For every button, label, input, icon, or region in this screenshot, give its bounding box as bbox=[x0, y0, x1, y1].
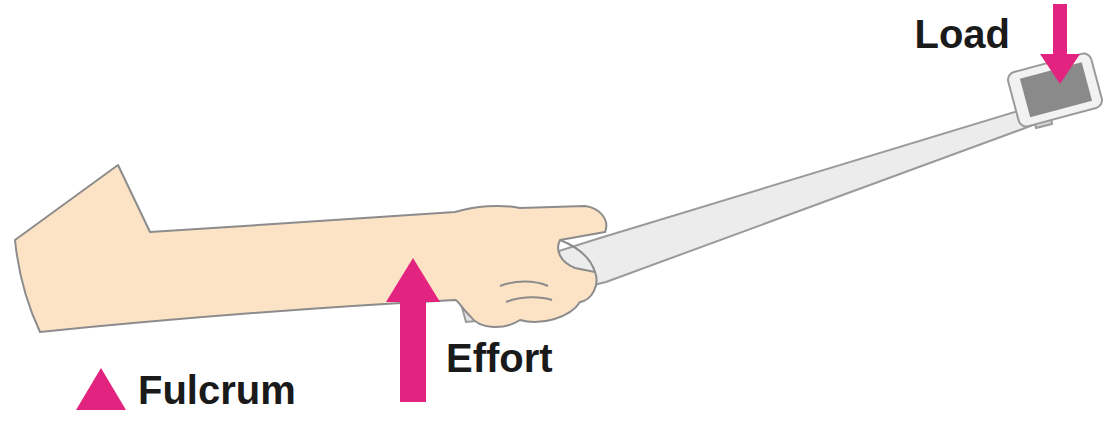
effort-label: Effort bbox=[446, 338, 553, 378]
finger-lines bbox=[500, 240, 595, 302]
fulcrum-label: Fulcrum bbox=[138, 370, 296, 410]
forearm bbox=[15, 165, 606, 332]
load-label: Load bbox=[914, 14, 1010, 54]
load-arrow bbox=[1040, 4, 1080, 84]
fulcrum-triangle bbox=[76, 368, 126, 410]
effort-arrow bbox=[386, 258, 440, 402]
phone bbox=[1006, 52, 1104, 128]
